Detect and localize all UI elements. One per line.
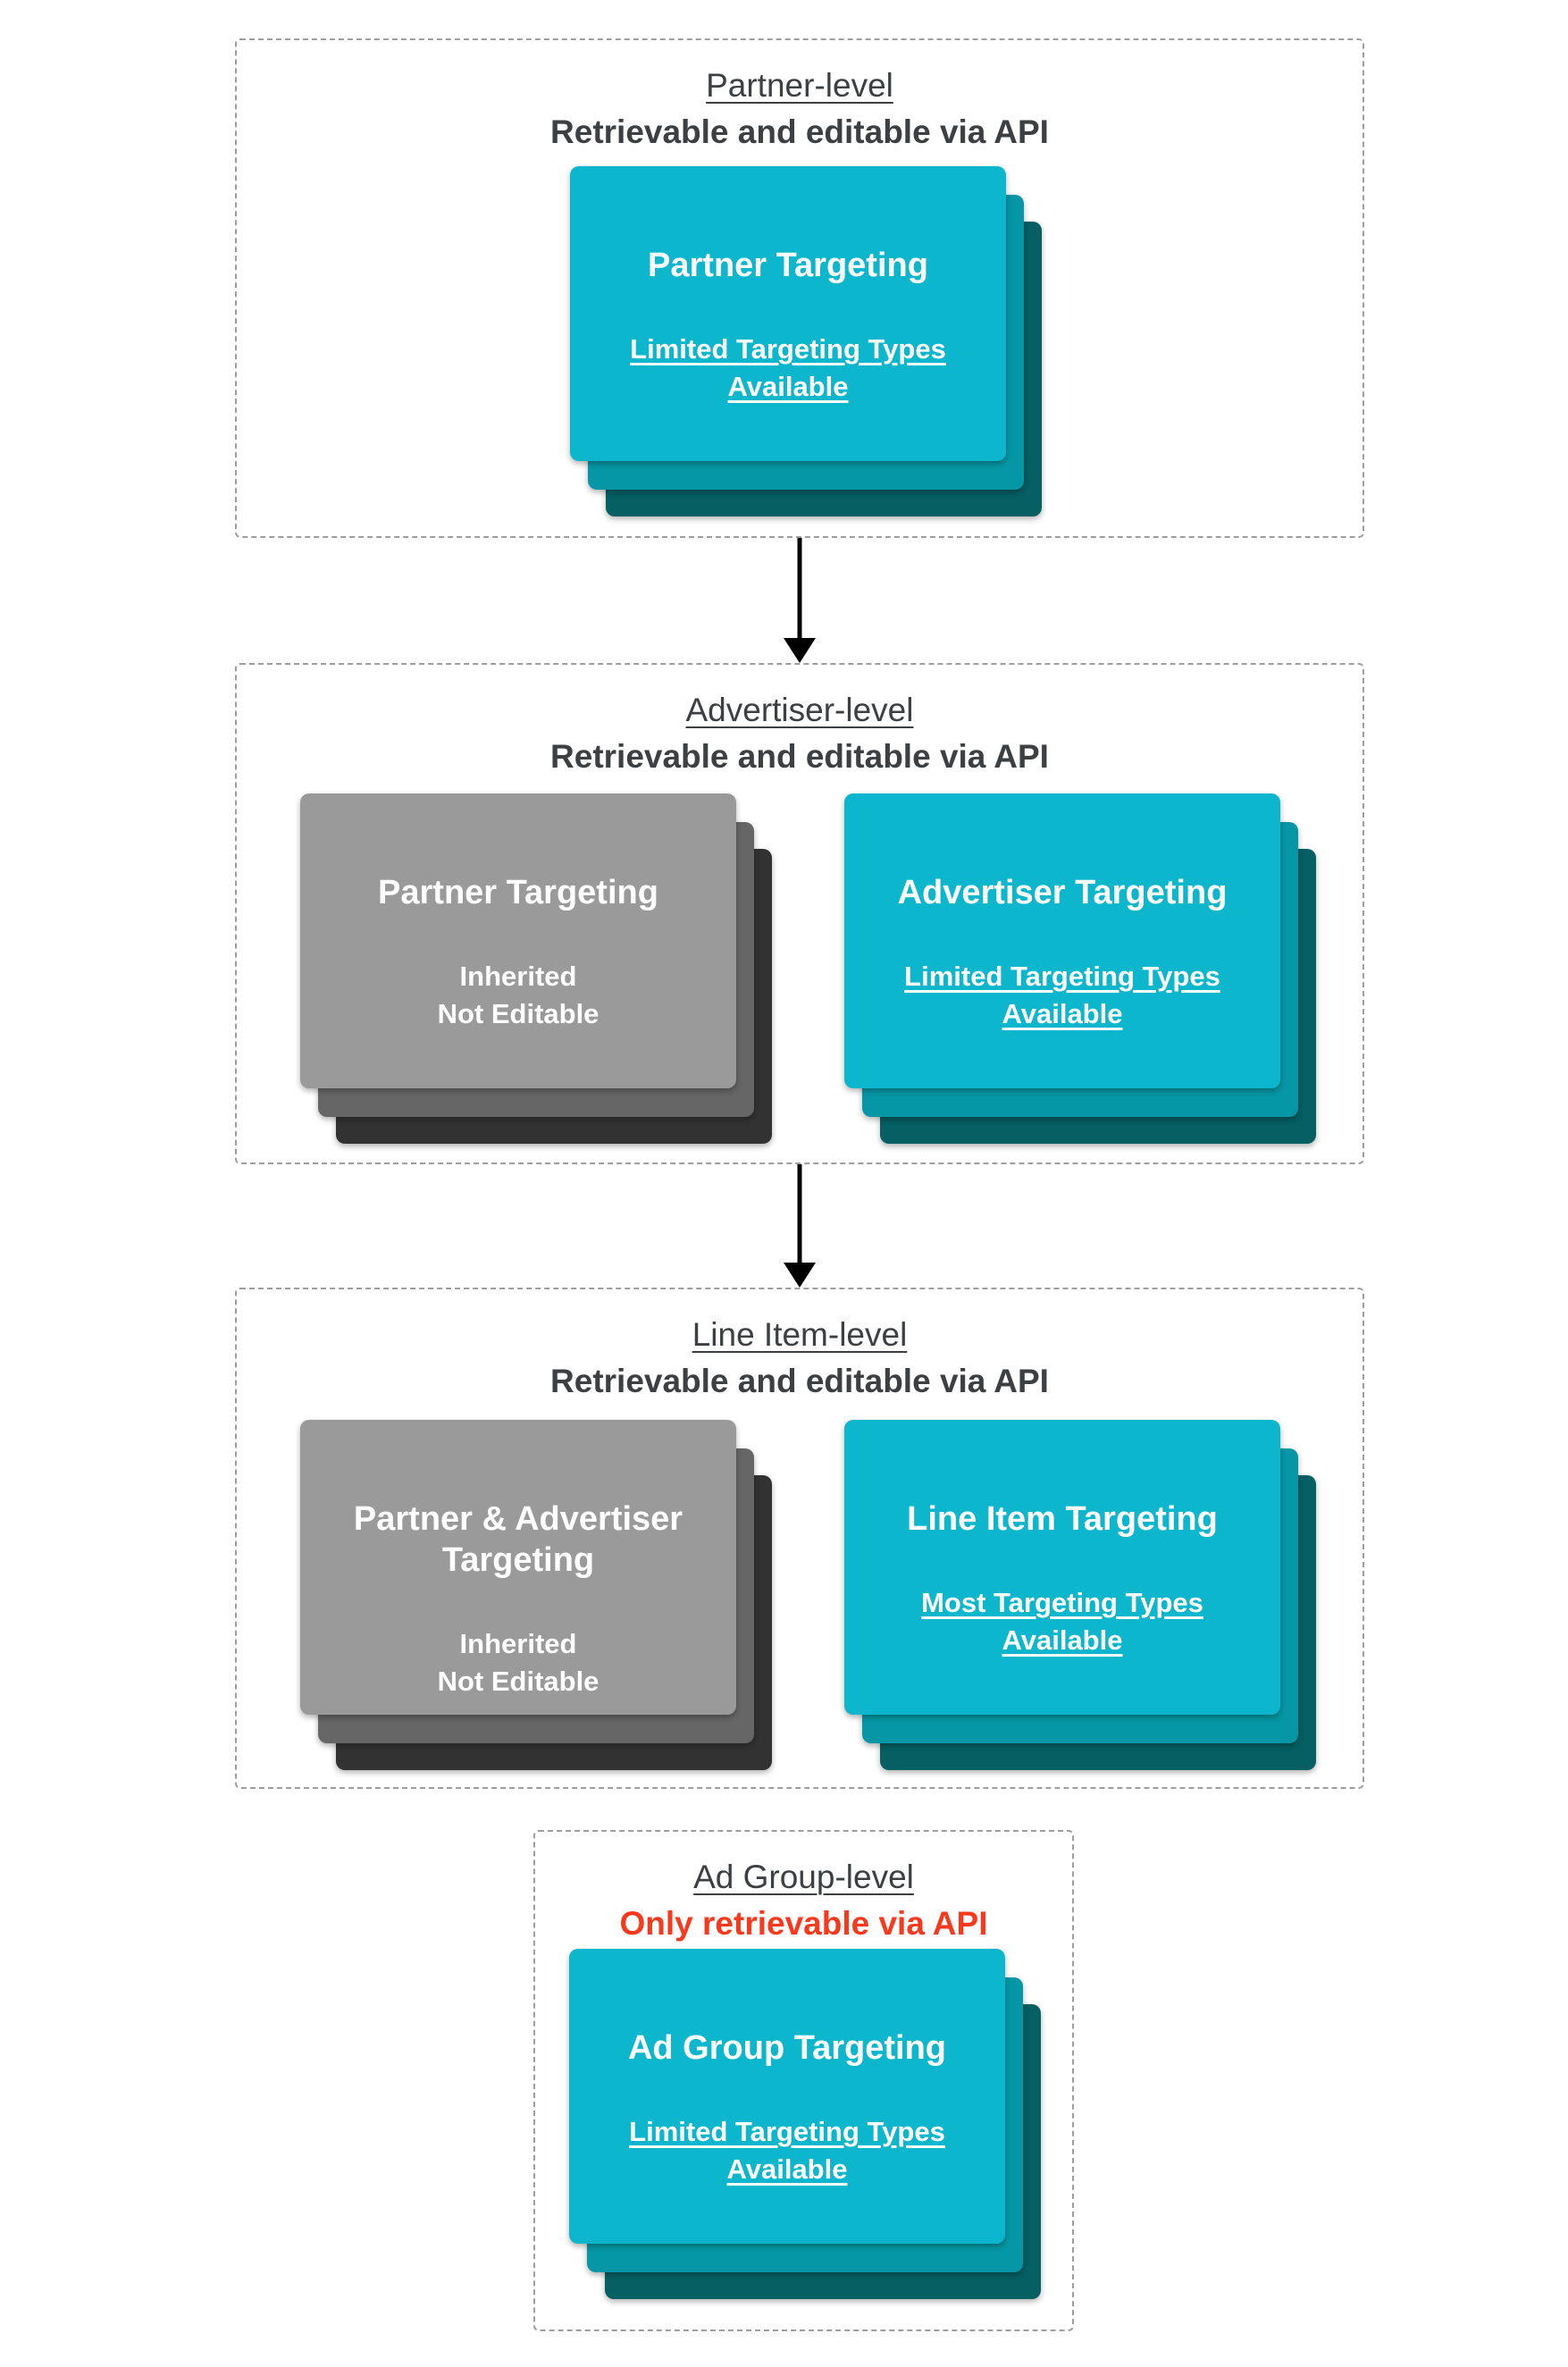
card-body: Limited Targeting Types Available bbox=[630, 331, 946, 406]
card-title: Ad Group Targeting bbox=[627, 2029, 947, 2067]
section-header: Line Item-level Retrievable and editable… bbox=[237, 1289, 1363, 1404]
section-box-advertiser-level: Advertiser-level Retrievable and editabl… bbox=[235, 663, 1364, 1164]
card-body-line: Inherited bbox=[459, 1628, 577, 1659]
section-subtitle: Retrievable and editable via API bbox=[550, 738, 1049, 775]
card-body: Limited Targeting Types Available bbox=[904, 958, 1220, 1033]
card-body-line: Not Editable bbox=[437, 998, 600, 1029]
card-title: Partner & Advertiser Targeting bbox=[353, 1500, 683, 1579]
card-ad-group-targeting: Ad Group Targeting Limited Targeting Typ… bbox=[569, 1949, 1005, 2244]
card-title: Advertiser Targeting bbox=[897, 874, 1228, 911]
card-body: Inherited Not Editable bbox=[438, 1625, 600, 1700]
section-subtitle: Retrievable and editable via API bbox=[550, 113, 1049, 150]
card-body-line: Inherited bbox=[459, 961, 577, 992]
card-body: Most Targeting Types Available bbox=[921, 1584, 1203, 1659]
card-stack-partner-targeting: Partner Targeting Limited Targeting Type… bbox=[570, 166, 1042, 516]
flow-arrow-down-icon bbox=[784, 1164, 816, 1288]
card-line-item-targeting: Line Item Targeting Most Targeting Types… bbox=[844, 1420, 1280, 1715]
arrow-head bbox=[784, 1263, 816, 1288]
arrow-head bbox=[784, 638, 816, 663]
card-body-line: Available bbox=[1002, 998, 1123, 1029]
flow-arrow-down-icon bbox=[784, 538, 816, 663]
section-box-ad-group-level: Ad Group-level Only retrievable via API … bbox=[533, 1830, 1074, 2331]
card-stack-advertiser-targeting: Advertiser Targeting Limited Targeting T… bbox=[844, 793, 1316, 1144]
section-title: Ad Group-level bbox=[693, 1859, 914, 1895]
card-body: Limited Targeting Types Available bbox=[629, 2113, 945, 2188]
card-partner-advertiser-targeting-inherited: Partner & Advertiser Targeting Inherited… bbox=[300, 1420, 736, 1715]
card-stack-line-item-targeting: Line Item Targeting Most Targeting Types… bbox=[844, 1420, 1316, 1770]
card-body-line: Limited Targeting Types bbox=[630, 333, 946, 365]
card-body-line: Limited Targeting Types bbox=[629, 2116, 945, 2147]
section-box-line-item-level: Line Item-level Retrievable and editable… bbox=[235, 1288, 1364, 1789]
card-title: Partner Targeting bbox=[648, 247, 928, 284]
card-body: Inherited Not Editable bbox=[438, 958, 600, 1033]
card-body-line: Available bbox=[726, 2153, 848, 2185]
card-title: Line Item Targeting bbox=[907, 1500, 1218, 1538]
arrow-stem bbox=[797, 538, 802, 640]
card-advertiser-targeting: Advertiser Targeting Limited Targeting T… bbox=[844, 793, 1280, 1088]
section-header: Advertiser-level Retrievable and editabl… bbox=[237, 665, 1363, 779]
card-body-line: Available bbox=[1002, 1624, 1123, 1656]
card-stack-inherited-partner-advertiser-targeting: Partner & Advertiser Targeting Inherited… bbox=[300, 1420, 772, 1770]
card-body-line: Most Targeting Types bbox=[921, 1587, 1203, 1618]
section-header: Partner-level Retrievable and editable v… bbox=[237, 40, 1363, 155]
arrow-stem bbox=[797, 1164, 802, 1264]
card-stack-inherited-partner-targeting: Partner Targeting Inherited Not Editable bbox=[300, 793, 772, 1144]
card-body-line: Not Editable bbox=[437, 1666, 600, 1697]
section-title: Advertiser-level bbox=[685, 692, 914, 728]
section-subtitle: Only retrievable via API bbox=[619, 1905, 988, 1942]
section-box-partner-level: Partner-level Retrievable and editable v… bbox=[235, 38, 1364, 538]
card-partner-targeting-inherited: Partner Targeting Inherited Not Editable bbox=[300, 793, 736, 1088]
card-body-line: Available bbox=[727, 371, 849, 402]
section-header: Ad Group-level Only retrievable via API bbox=[535, 1832, 1072, 1946]
card-partner-targeting: Partner Targeting Limited Targeting Type… bbox=[570, 166, 1006, 461]
card-body-line: Limited Targeting Types bbox=[904, 961, 1220, 992]
card-stack-ad-group-targeting: Ad Group Targeting Limited Targeting Typ… bbox=[569, 1949, 1041, 2299]
section-subtitle: Retrievable and editable via API bbox=[550, 1363, 1049, 1399]
card-title: Partner Targeting bbox=[378, 874, 658, 911]
section-title: Partner-level bbox=[706, 67, 893, 104]
section-title: Line Item-level bbox=[692, 1316, 908, 1353]
